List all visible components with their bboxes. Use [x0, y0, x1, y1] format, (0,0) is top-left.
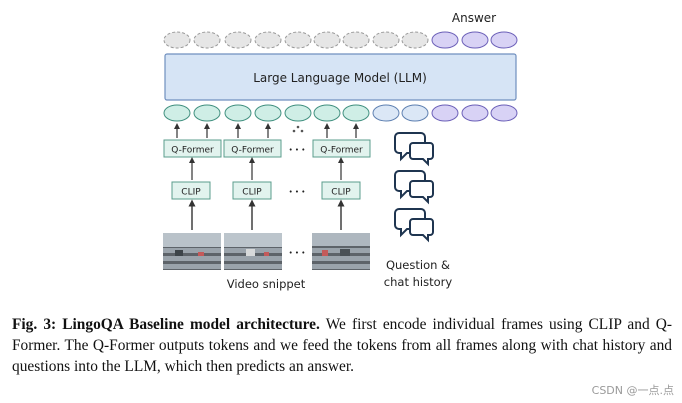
clip-label-3: CLIP — [331, 188, 351, 198]
answer-token — [431, 31, 459, 49]
placeholder-token — [224, 31, 252, 49]
clip-label-2: CLIP — [242, 188, 262, 198]
visual-token — [342, 104, 370, 122]
chat-bubble-icon — [394, 208, 434, 243]
clip-box-1 — [171, 181, 211, 200]
qformer-label-3: Q-Former — [320, 146, 363, 156]
placeholder-token — [284, 31, 312, 49]
placeholder-token — [401, 31, 429, 49]
answer-token — [490, 31, 518, 49]
video-snippet-label: Video snippet — [227, 277, 306, 291]
clip-box-2 — [232, 181, 272, 200]
clip-label-1: CLIP — [181, 188, 201, 198]
clip-arrows — [189, 157, 344, 180]
text-token — [401, 104, 429, 122]
caption-body: We first encode individual frames using … — [12, 316, 672, 375]
clip-box-3 — [321, 181, 361, 200]
qformer-label-2: Q-Former — [231, 146, 274, 156]
llm-label: Large Language Model (LLM) — [253, 71, 427, 85]
question-label-line1: Question & — [386, 258, 450, 272]
figure-caption: Fig. 3: LingoQA Baseline model architect… — [12, 314, 672, 377]
placeholder-token — [372, 31, 400, 49]
placeholder-token — [193, 31, 221, 49]
ellipsis-dot — [296, 125, 300, 129]
visual-token — [284, 104, 312, 122]
ellipsis-qformer: • • • — [289, 146, 306, 154]
video-frame-2 — [224, 233, 282, 270]
ellipsis-clip: • • • — [289, 188, 306, 196]
answer-token — [461, 31, 489, 49]
placeholder-token — [313, 31, 341, 49]
visual-token — [224, 104, 252, 122]
answer-input-token — [490, 104, 518, 122]
visual-token — [313, 104, 341, 122]
input-token-row — [163, 104, 518, 122]
llm-box — [164, 53, 517, 101]
caption-prefix: Fig. 3: LingoQA Baseline model architect… — [12, 316, 320, 333]
text-token — [372, 104, 400, 122]
ellipsis-dot — [300, 129, 304, 133]
frame-arrows — [188, 199, 345, 230]
answer-input-token — [461, 104, 489, 122]
chat-bubble-icon — [394, 170, 434, 205]
question-label-line2: chat history — [384, 275, 453, 289]
answer-label: Answer — [452, 11, 496, 25]
visual-token — [163, 104, 191, 122]
video-frame-3 — [312, 233, 370, 270]
ellipsis-frames: • • • — [289, 249, 306, 257]
architecture-diagram: Answer Large Language Model (LLM) Q-Form… — [163, 11, 518, 291]
token-arrows — [174, 123, 359, 138]
placeholder-token — [342, 31, 370, 49]
video-frame-1 — [163, 233, 221, 270]
watermark: CSDN @一点.点 — [591, 384, 674, 397]
ellipsis-dot — [292, 129, 296, 133]
placeholder-token — [163, 31, 191, 49]
answer-input-token — [431, 104, 459, 122]
output-token-row — [163, 31, 518, 49]
visual-token — [193, 104, 221, 122]
qformer-label-1: Q-Former — [171, 146, 214, 156]
placeholder-token — [254, 31, 282, 49]
visual-token — [254, 104, 282, 122]
chat-bubble-icon — [394, 132, 434, 167]
